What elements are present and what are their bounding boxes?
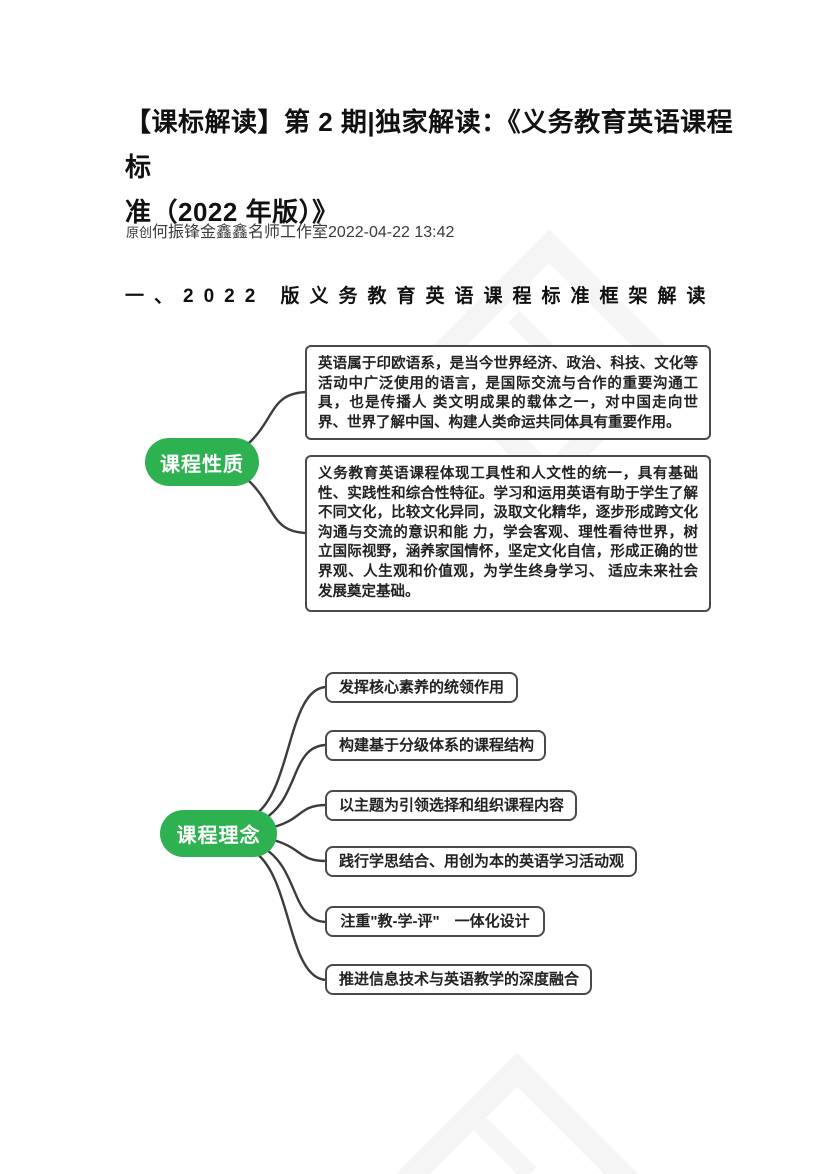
author-name[interactable]: 何振锋金鑫鑫名师工作室: [152, 224, 329, 241]
connector-line: [268, 837, 329, 863]
mindmap-branch-box[interactable]: 英语属于印欧语系，是当今世界经济、政治、科技、文化等活动中广泛使用的语言，是国际…: [305, 345, 711, 440]
mindmap-root-course-nature[interactable]: 课程性质: [145, 438, 259, 486]
connector-line: [260, 743, 329, 822]
connector-line: [246, 390, 311, 446]
section-heading: 一、2022 版义务教育英语课程标准框架解读: [125, 286, 716, 307]
connector-line: [268, 803, 329, 830]
mindmap-branch-box[interactable]: 发挥核心素养的统领作用: [325, 672, 518, 703]
mindmap-root-course-concept[interactable]: 课程理念: [160, 810, 277, 857]
page-title-line1: 【课标解读】第 2 期|独家解读：《义务教育英语课程标: [125, 107, 734, 182]
connector-line: [260, 845, 329, 924]
mindmap-branch-box[interactable]: 推进信息技术与英语教学的深度融合: [325, 964, 592, 995]
connector-line: [246, 478, 311, 535]
page-title: 【课标解读】第 2 期|独家解读：《义务教育英语课程标 准（2022 年版）》: [125, 100, 735, 235]
mindmap-branch-box[interactable]: 以主题为引领选择和组织课程内容: [325, 790, 577, 821]
connector-line: [254, 851, 329, 982]
mindmap-branch-box[interactable]: 践行学思结合、用创为本的英语学习活动观: [325, 846, 637, 877]
connector-line: [254, 685, 329, 816]
mindmap-branch-box[interactable]: 义务教育英语课程体现工具性和人文性的统一，具有基础性、实践性和综合性特征。学习和…: [305, 455, 711, 612]
byline: 原创何振锋金鑫鑫名师工作室2022-04-22 13:42: [126, 218, 454, 242]
page-title-line2: 准（2022 年版）》: [125, 197, 339, 227]
publish-datetime: 2022-04-22 13:42: [328, 224, 455, 241]
mindmap-branch-box[interactable]: 注重"教-学-评" 一体化设计: [325, 906, 545, 937]
original-tag: 原创: [126, 225, 153, 240]
mindmap-branch-box[interactable]: 构建基于分级体系的课程结构: [325, 730, 546, 761]
